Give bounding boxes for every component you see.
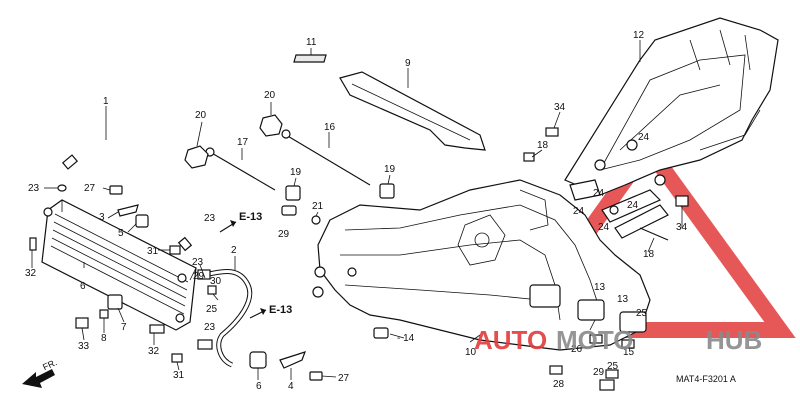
callout-9: 9: [405, 58, 411, 69]
callout-19b: 19: [384, 164, 396, 175]
subframe-bracket-part: [569, 139, 669, 239]
callout-24a: 24: [638, 132, 650, 143]
ref-e13-upper: E-13: [239, 211, 262, 223]
callout-24b: 24: [593, 188, 605, 199]
callout-4: 4: [288, 381, 294, 392]
callout-27b: 27: [338, 373, 350, 384]
callout-2: 2: [231, 245, 237, 256]
callout-32a: 32: [25, 268, 37, 279]
callout-23b: 23: [204, 213, 216, 224]
callout-29c: 29: [593, 367, 605, 378]
callout-23c: 23: [192, 257, 204, 268]
callout-15: 15: [623, 347, 635, 358]
callout-34a: 34: [554, 102, 566, 113]
callout-29a: 29: [278, 229, 290, 240]
callout-33: 33: [78, 341, 90, 352]
callout-12: 12: [633, 30, 645, 41]
callout-20a: 20: [264, 90, 276, 101]
callout-23d: 23: [204, 322, 216, 333]
callout-3: 3: [99, 212, 105, 223]
callout-34b: 34: [676, 222, 688, 233]
callout-19a: 19: [290, 167, 302, 178]
callout-24d: 24: [598, 222, 610, 233]
callout-1: 1: [103, 96, 109, 107]
callout-25c: 25: [607, 361, 619, 372]
callout-11: 11: [306, 37, 317, 48]
watermark-suffix: HUB: [706, 325, 762, 355]
diagram-code: MAT4-F3201 A: [676, 374, 736, 384]
front-label: FR.: [41, 357, 58, 372]
callout-31b: 31: [173, 370, 185, 381]
front-direction-arrow: FR.: [22, 357, 59, 388]
callout-20b: 20: [195, 110, 207, 121]
callout-16: 16: [324, 122, 336, 133]
oil-hose-2-part: [197, 268, 253, 368]
callout-6b: 6: [256, 381, 262, 392]
ref-e13-lower: E-13: [269, 304, 292, 316]
oil-hose-1-part: [61, 134, 193, 252]
callout-21: 21: [312, 201, 324, 212]
callout-25b: 25: [636, 308, 648, 319]
callout-7: 7: [121, 322, 127, 333]
callout-27a: 27: [84, 183, 96, 194]
callout-28: 28: [553, 379, 565, 390]
oil-cooler-part: [41, 199, 197, 331]
callout-26: 26: [571, 344, 583, 355]
callout-8: 8: [101, 333, 107, 344]
watermark-prefix: AUTO: [474, 325, 547, 355]
callout-5: 5: [118, 228, 124, 239]
callout-23a: 23: [28, 183, 40, 194]
callout-29b: 29: [193, 271, 205, 282]
callout-18b: 18: [643, 249, 655, 260]
callout-18a: 18: [537, 140, 549, 151]
leader-lines: [31, 40, 683, 380]
callout-25a: 25: [206, 304, 218, 315]
callout-6a: 6: [80, 281, 86, 292]
callout-14: - 14: [397, 333, 415, 344]
watermark-text: AUTO MOTO HUB: [474, 325, 762, 355]
callout-24c: 24: [573, 206, 585, 217]
callout-13b: 13: [617, 294, 629, 305]
callout-10: 10: [465, 347, 477, 358]
callout-24e: 24: [627, 200, 639, 211]
callout-13a: 13: [594, 282, 606, 293]
callout-31a: 31: [147, 246, 159, 257]
callout-30: 30: [210, 276, 222, 287]
main-frame-part: [312, 17, 779, 351]
watermark-middle: MOTO: [556, 325, 634, 355]
callout-32b: 32: [148, 346, 160, 357]
callouts: 1 11 9 12 20 20 16 17 19 19 21 29 34 18 …: [25, 30, 688, 392]
callout-17: 17: [237, 137, 249, 148]
